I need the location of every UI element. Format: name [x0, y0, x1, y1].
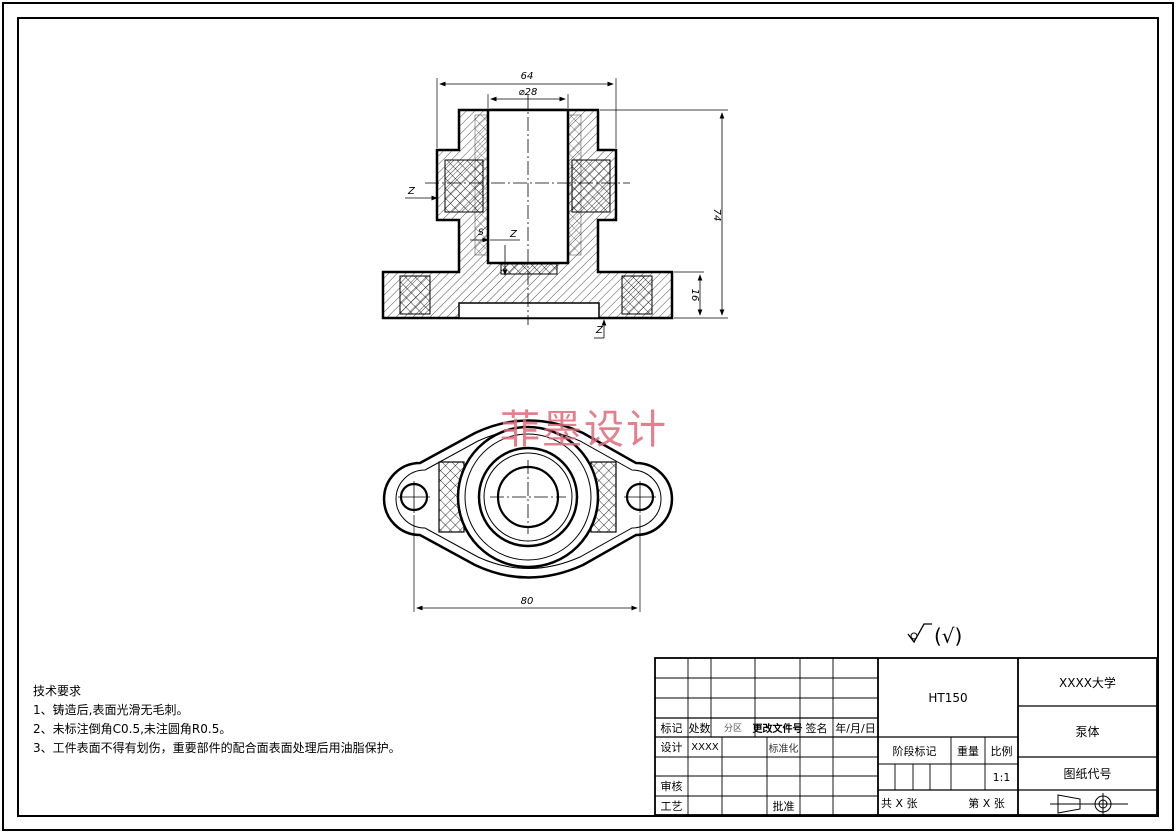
dim-74: 74 [711, 209, 722, 222]
process-label: 工艺 [660, 799, 683, 813]
scale-label: 比例 [990, 744, 1013, 758]
header-zone: 分区 [723, 724, 742, 734]
stage-mark-label: 阶段标记 [892, 744, 937, 758]
part-name-cell: 泵体 [1075, 725, 1100, 739]
z-mark-left: Z [407, 186, 416, 197]
z-mark-inner: Z [509, 229, 518, 240]
sheet-number: 第 X 张 [968, 796, 1005, 810]
total-sheets: 共 X 张 [881, 796, 918, 810]
title-block-lines [654, 657, 1158, 816]
header-sign: 签名 [805, 721, 828, 735]
watermark: 菲墨设计 [500, 407, 668, 453]
header-count: 处数 [688, 721, 711, 735]
tech-requirement-item: 3、工件表面不得有划伤，重要部件的配合面表面处理后用油脂保护。 [33, 741, 401, 755]
s-mark: S [478, 228, 484, 238]
header-date: 年/月/日 [835, 721, 876, 735]
tech-requirement-item: 2、未标注倒角C0.5,未注圆角R0.5。 [33, 722, 232, 736]
tech-requirements-title: 技术要求 [33, 684, 82, 698]
tech-requirements: 技术要求 1、铸造后,表面光滑无毛刺。 2、未标注倒角C0.5,未注圆角R0.5… [33, 682, 401, 758]
dim-bore-diameter: ⌀28 [519, 87, 538, 98]
tech-requirement-item: 1、铸造后,表面光滑无毛刺。 [33, 703, 189, 717]
drawing-code-label: 图纸代号 [1063, 767, 1112, 781]
university-cell: XXXX大学 [1059, 675, 1116, 690]
approve-label: 批准 [772, 799, 795, 813]
review-label: 审核 [660, 780, 683, 793]
design-label: 设计 [660, 741, 683, 754]
weight-label: 重量 [957, 744, 979, 758]
dim-64: 64 [521, 71, 534, 82]
roughness-note: (√) [934, 624, 962, 648]
top-view: 80 [382, 419, 674, 612]
projection-symbol-icon [1050, 793, 1128, 815]
scale-value: 1:1 [992, 770, 1011, 784]
material-cell: HT150 [928, 690, 968, 705]
header-change-doc: 更改文件号 [752, 724, 803, 735]
standardize-label: 标准化 [768, 743, 799, 755]
designer-name: XXXX [691, 741, 719, 753]
header-mark: 标记 [660, 721, 683, 735]
z-mark-bottom: Z [595, 325, 604, 336]
dim-80: 80 [521, 596, 534, 607]
front-section-view: 64 ⌀28 74 16 Z Z S Z [381, 71, 728, 339]
dim-16: 16 [689, 289, 700, 302]
roughness-symbol: (√) [907, 623, 962, 648]
